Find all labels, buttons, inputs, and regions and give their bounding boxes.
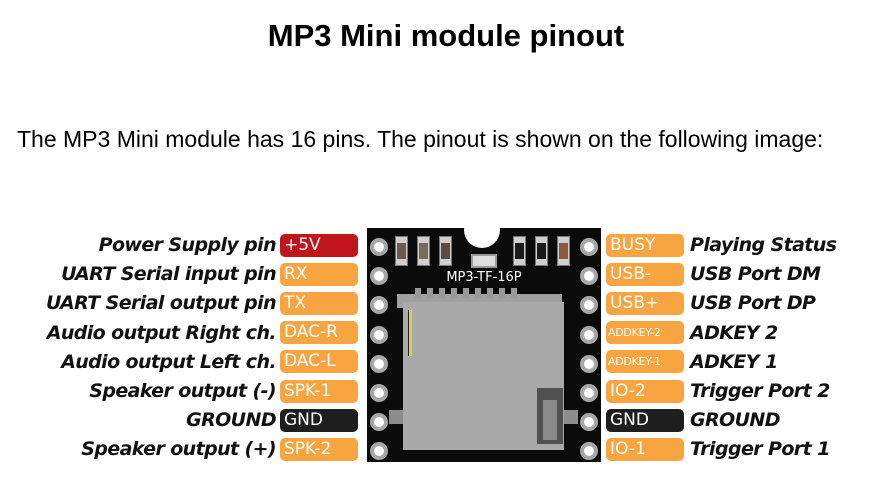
header-pin-hole — [370, 442, 388, 461]
pin-row: Trigger Port 1 IO-1 — [596, 437, 892, 461]
header-pin-hole — [580, 442, 598, 461]
smd-component — [513, 236, 526, 266]
pin-description: ADKEY 1 — [690, 350, 778, 373]
pin-row: Audio output Left ch.DAC-L — [0, 350, 366, 374]
pin-label-badge: SPK-2 — [280, 437, 358, 461]
pin-description: UART Serial input pin — [61, 263, 277, 286]
header-pin-hole — [580, 413, 598, 432]
pin-row: Playing Status BUSY — [596, 233, 892, 257]
pin-label-badge: +5V — [280, 233, 358, 257]
header-pin-hole — [370, 296, 388, 315]
pin-description: UART Serial output pin — [46, 292, 277, 315]
pin-row: Power Supply pin+5V — [0, 233, 366, 257]
sd-slot-tooth — [511, 288, 517, 298]
pin-description: USB Port DP — [690, 292, 816, 315]
pin-label-badge: ADDKEY-2 — [606, 321, 684, 345]
pin-row: USB Port DP USB+ — [596, 291, 892, 315]
sd-tab-right — [564, 410, 578, 424]
smd-component — [557, 236, 570, 266]
pin-label-badge: IO-2 — [606, 379, 684, 403]
board-silkscreen: MP3-TF-16P — [446, 270, 522, 285]
header-pin-hole — [370, 413, 388, 432]
pin-row: Speaker output (-)SPK-1 — [0, 379, 366, 403]
header-pin-hole — [370, 325, 388, 344]
mp3-module-board: MP3-TF-16P — [367, 212, 601, 462]
pin-label-badge: RX — [280, 262, 358, 286]
pin-label-badge: BUSY — [606, 233, 684, 257]
pin-label-badge: TX — [280, 291, 358, 315]
pin-label-badge: DAC-R — [280, 321, 358, 345]
pin-label-badge: GND — [606, 408, 684, 432]
smd-component — [535, 236, 548, 266]
header-pin-hole — [580, 238, 598, 256]
pin-row: ADKEY 1 ADDKEY-1 — [596, 350, 892, 374]
sd-slot-bottom — [403, 450, 564, 462]
sd-slot-tooth — [487, 288, 493, 298]
pin-description: USB Port DM — [690, 263, 821, 286]
pin-description: Power Supply pin — [98, 234, 277, 256]
board-notch — [464, 212, 500, 248]
pin-row: Speaker output (+)SPK-2 — [0, 437, 366, 461]
header-pin-hole — [580, 325, 598, 344]
pin-description: Playing Status — [690, 234, 837, 256]
pin-description: ADKEY 2 — [690, 321, 778, 344]
smd-component — [439, 236, 452, 266]
pin-description: Speaker output (-) — [89, 380, 276, 402]
header-pin-hole — [580, 354, 598, 373]
pin-label-badge: IO-1 — [606, 437, 684, 461]
pin-row: USB Port DM USB- — [596, 262, 892, 286]
pin-description: GROUND — [690, 409, 780, 432]
pin-label-badge: DAC-L — [280, 350, 358, 374]
smd-component — [417, 236, 430, 266]
pin-description: Audio output Right ch. — [46, 321, 277, 344]
sd-contact-wire — [408, 310, 412, 356]
header-pin-hole — [370, 354, 388, 373]
sd-tab-left — [389, 410, 403, 424]
sd-slot-tooth — [463, 288, 469, 298]
pin-label-badge: USB- — [606, 262, 684, 286]
header-pin-hole — [370, 384, 388, 402]
pin-label-badge: ADDKEY-1 — [606, 350, 684, 374]
pin-description: Audio output Left ch. — [61, 350, 276, 373]
header-pin-hole — [370, 238, 388, 256]
sd-slot-tooth — [499, 288, 505, 298]
header-pin-hole — [580, 267, 598, 286]
pin-description: GROUND — [186, 409, 276, 432]
pin-label-badge: GND — [280, 408, 358, 432]
sd-slot-tooth — [451, 288, 457, 298]
pin-row: Audio output Right ch.DAC-R — [0, 321, 366, 345]
sd-slot-tooth — [427, 288, 433, 298]
led-component — [471, 254, 497, 268]
pin-description: Trigger Port 2 — [690, 380, 830, 402]
pin-label-badge: USB+ — [606, 291, 684, 315]
sd-slot-tooth — [415, 288, 421, 298]
header-pin-hole — [580, 384, 598, 402]
header-pin-hole — [370, 267, 388, 286]
pin-label-badge: SPK-1 — [280, 379, 358, 403]
page-title: MP3 Mini module pinout — [267, 18, 625, 53]
pin-row: ADKEY 2 ADDKEY-2 — [596, 321, 892, 345]
pin-row: Trigger Port 2 IO-2 — [596, 379, 892, 403]
smd-component — [395, 236, 408, 266]
pin-row: GROUND GND — [596, 408, 892, 432]
sd-card-clip — [537, 388, 563, 444]
pin-description: Trigger Port 1 — [690, 438, 830, 461]
sd-slot-tooth — [475, 288, 481, 298]
pin-description: Speaker output (+) — [81, 438, 276, 461]
sd-slot-tooth — [439, 288, 445, 298]
header-pin-hole — [580, 296, 598, 315]
intro-paragraph: The MP3 Mini module has 16 pins. The pin… — [17, 126, 824, 152]
